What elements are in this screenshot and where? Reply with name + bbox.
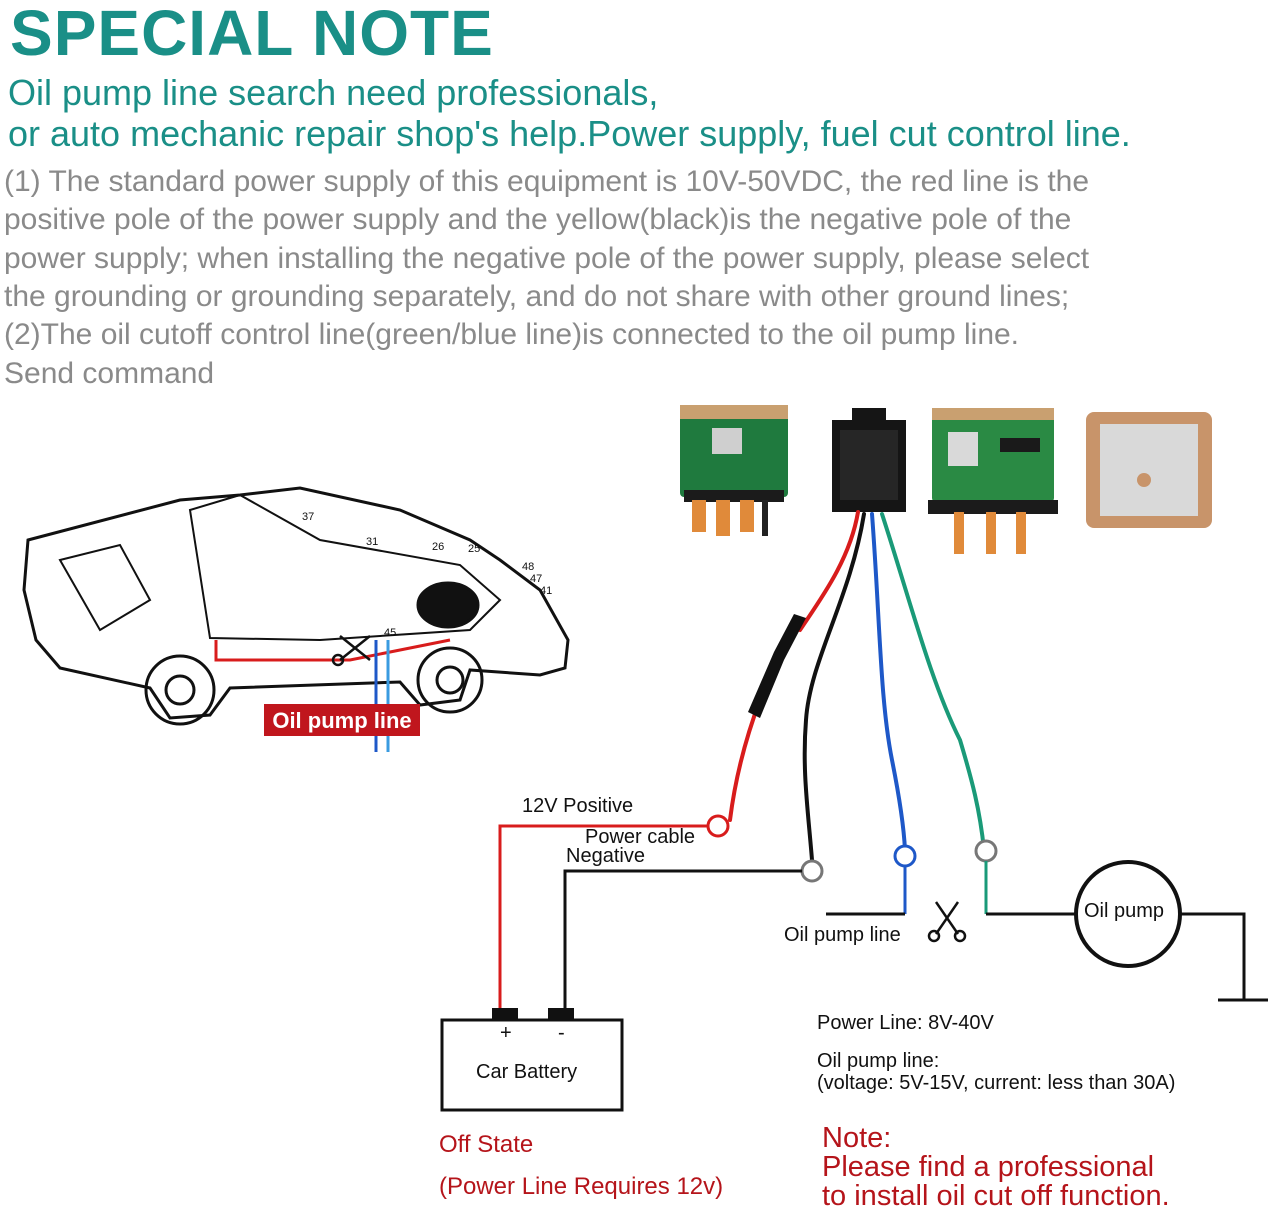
instruction-line: power supply; when installing the negati…	[4, 242, 1090, 275]
off-state-note: (Power Line Requires 12v)	[439, 1173, 724, 1200]
label-oil-pump-line: Oil pump line	[784, 924, 901, 946]
spec-oil-detail: (voltage: 5V-15V, current: less than 30A…	[817, 1072, 1176, 1094]
spec-oil-title: Oil pump line:	[817, 1050, 940, 1072]
car-part-number: 37	[302, 511, 314, 523]
note-line-2: to install oil cut off function.	[822, 1180, 1170, 1212]
gps-antenna-image	[1086, 412, 1212, 528]
note-line-1: Please find a professional	[822, 1151, 1155, 1183]
circuit-board-image	[928, 408, 1058, 554]
battery-minus: -	[558, 1022, 565, 1044]
subtitle-line-2: or auto mechanic repair shop's help.Powe…	[8, 113, 1131, 154]
car-callout-scissors-icon	[331, 635, 371, 667]
note-title: Note:	[822, 1122, 892, 1154]
instruction-line: positive pole of the power supply and th…	[4, 203, 1072, 236]
scissors-icon	[927, 901, 967, 943]
instruction-line: Send command	[4, 357, 215, 390]
spec-power-line: Power Line: 8V-40V	[817, 1012, 994, 1034]
battery-label: Car Battery	[476, 1061, 578, 1083]
car-part-number: 47	[530, 573, 542, 585]
label-power-cable: Power cable	[585, 826, 696, 848]
schematic-lines	[498, 824, 1268, 1012]
page-title: SPECIAL NOTE	[10, 0, 494, 69]
gps-tracker-board-image	[680, 405, 788, 536]
subtitle-line-1: Oil pump line search need professionals,	[8, 72, 659, 113]
oil-pump-label: Oil pump	[1084, 900, 1165, 922]
battery-plus: +	[500, 1022, 512, 1044]
label-negative: Negative	[566, 845, 645, 867]
car-battery	[440, 1008, 624, 1112]
off-state-label: Off State	[439, 1131, 534, 1158]
car-part-number: 41	[540, 585, 552, 597]
car-part-number: 45	[384, 627, 396, 639]
instruction-line: (1) The standard power supply of this eq…	[4, 165, 1090, 198]
inline-fuse-holder	[748, 614, 806, 718]
oil-pump-line-tag	[264, 704, 420, 736]
car-part-number: 25	[468, 543, 480, 555]
relay-housing-image	[832, 408, 906, 512]
car-part-number: 26	[432, 541, 444, 553]
instruction-line: (2)The oil cutoff control line(green/blu…	[4, 318, 1020, 351]
car-part-number: 48	[522, 561, 534, 573]
car-part-number: 31	[366, 536, 378, 548]
label-12v-positive: 12V Positive	[522, 795, 634, 817]
oil-pump-symbol	[1074, 860, 1182, 968]
oil-pump-line-tag-label: Oil pump line	[272, 708, 411, 733]
instruction-line: the grounding or grounding separately, a…	[4, 280, 1070, 313]
